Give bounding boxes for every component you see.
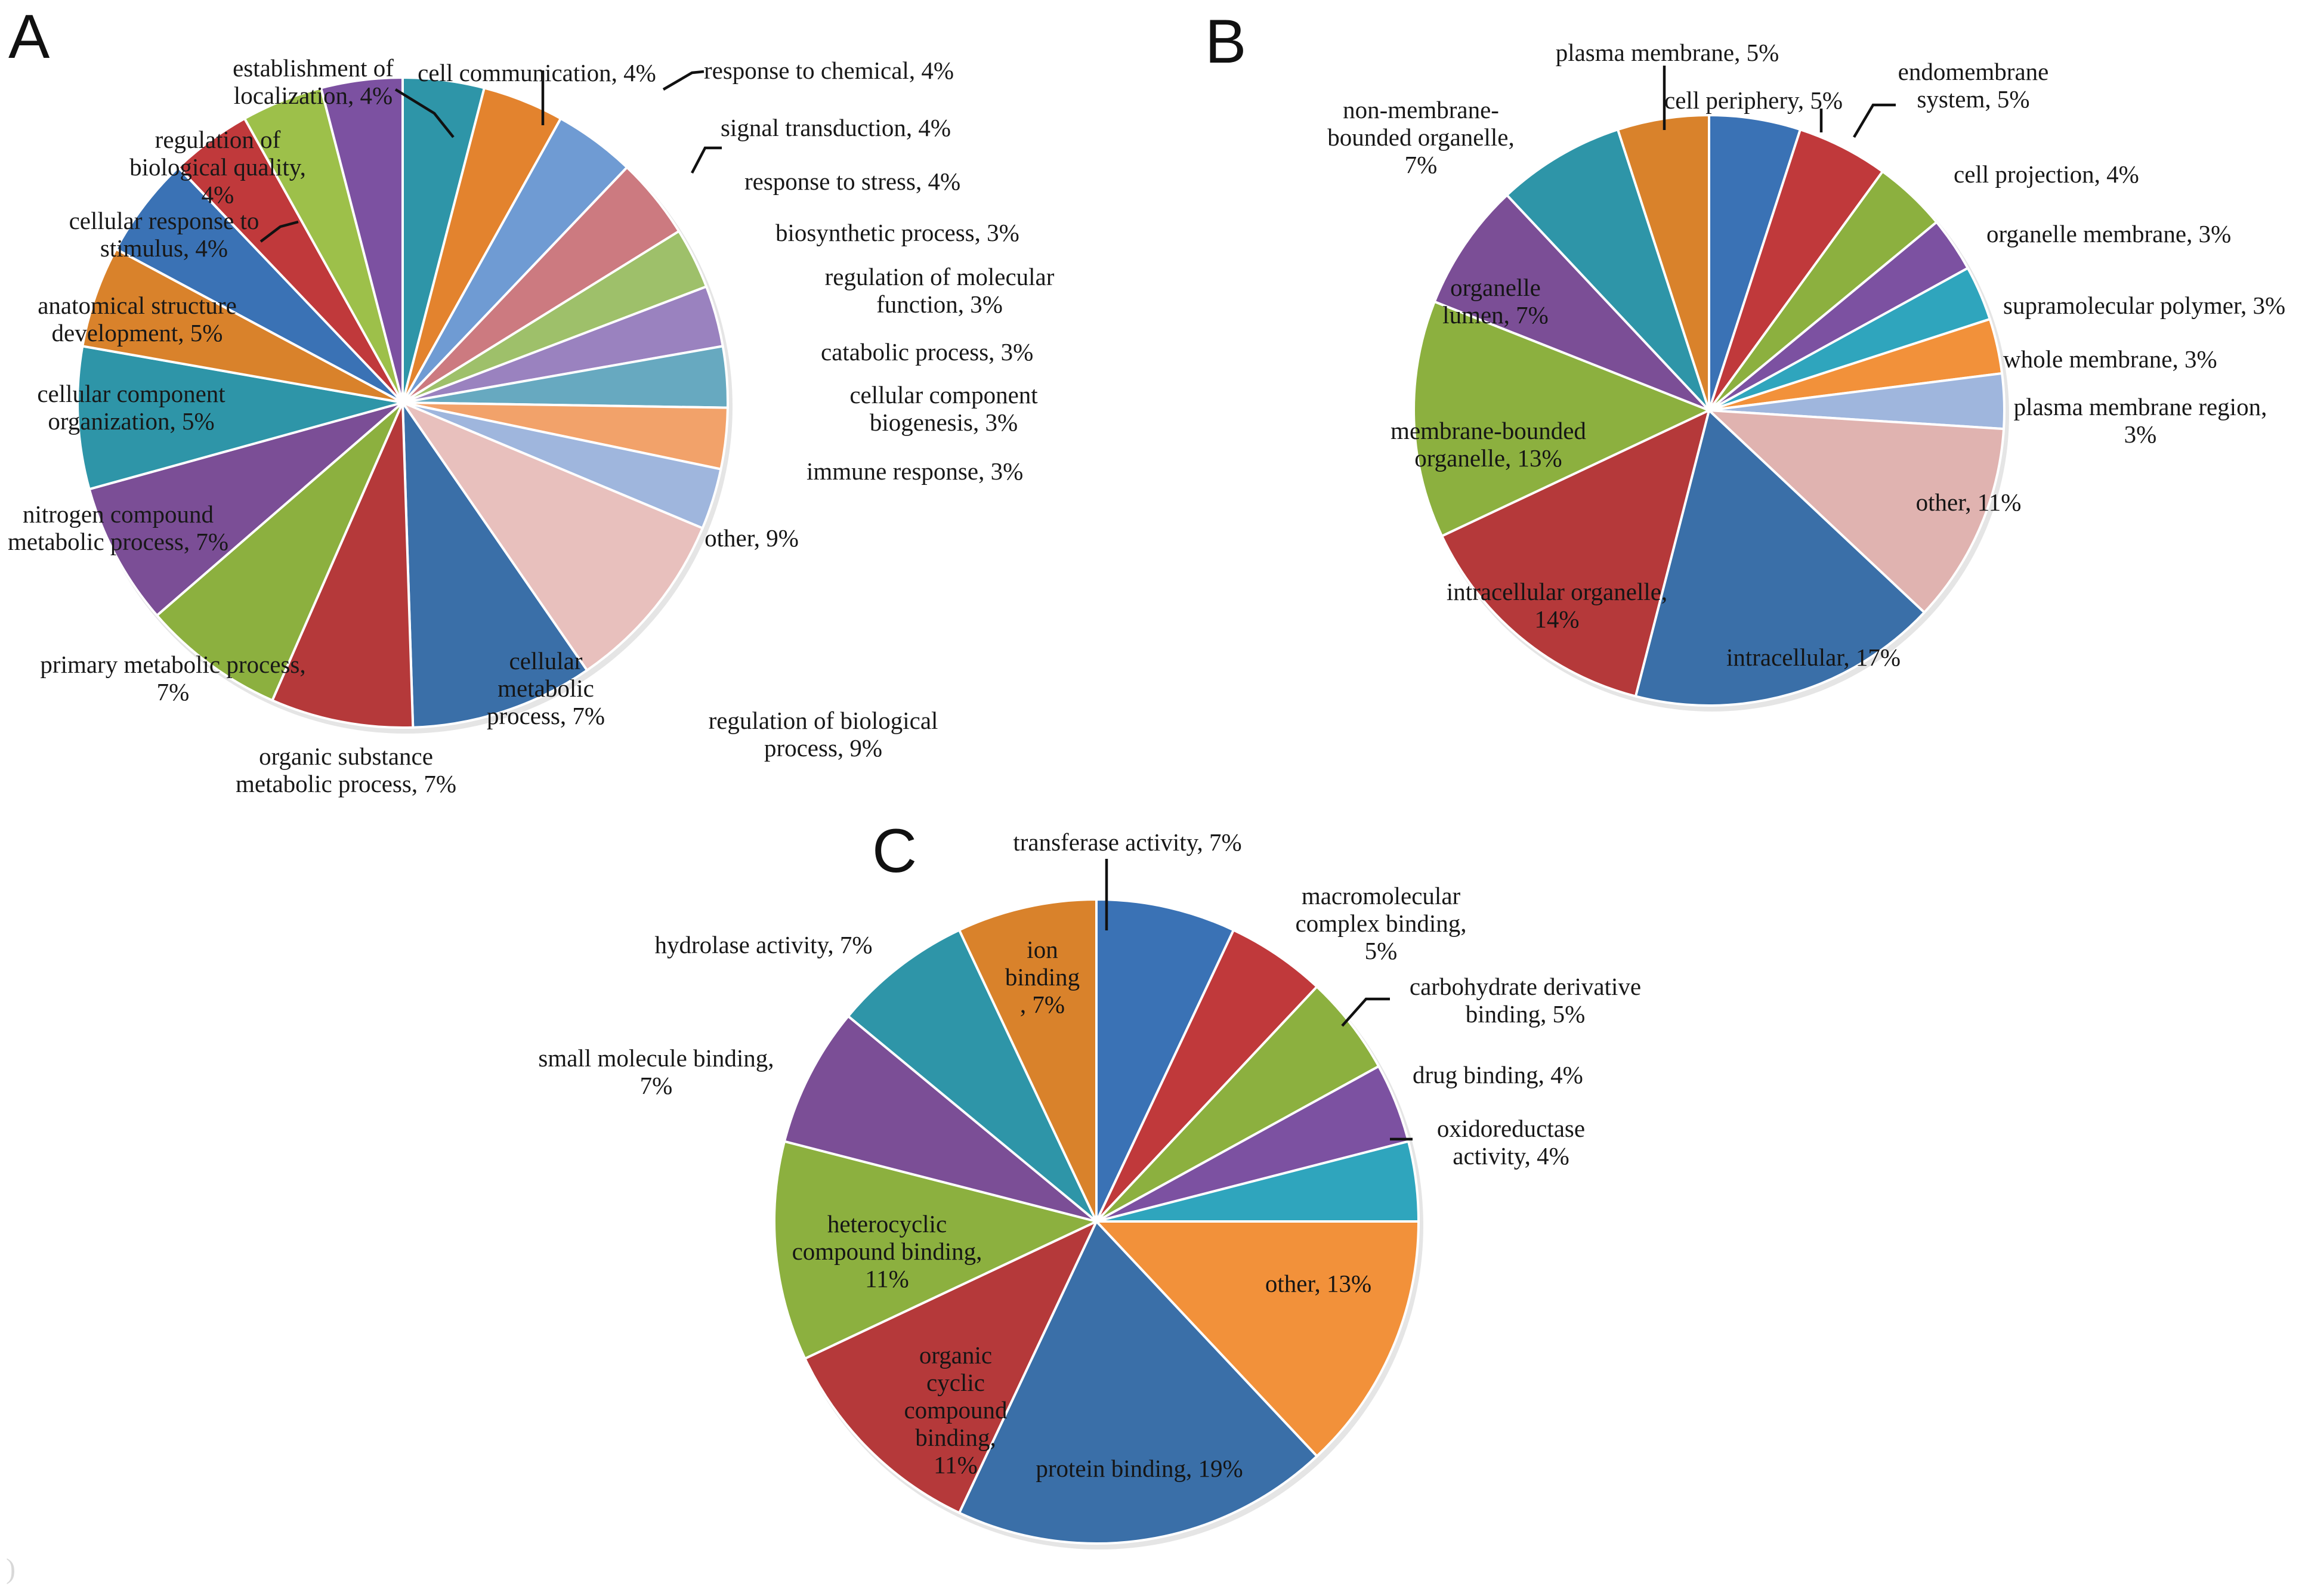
label-primary-metabolic-process: primary metabolic process, 7%	[40, 651, 306, 706]
pie-slice[interactable]: protein binding, 19%	[958, 1220, 1318, 1545]
label-cellular-response-to-stimulus: cellular response to stimulus, 4%	[69, 207, 259, 262]
label-signal-transduction: signal transduction, 4%	[721, 114, 951, 141]
panel-c-pie: transferase activity, 7%macromolecular c…	[768, 893, 1425, 1549]
label-small-molecule-binding: small molecule binding, 7%	[538, 1044, 774, 1099]
panel-b-letter: B	[1205, 7, 1247, 76]
label-ion-binding: ion binding , 7%	[1005, 936, 1080, 1018]
label-supramolecular-polymer: supramolecular polymer, 3%	[2003, 292, 2286, 319]
panel-b-slices: cell periphery, 5%endomembrane system, 5…	[1413, 114, 2009, 712]
label-organic-cyclic-compound-binding: organic cyclic compound binding, 11%	[904, 1341, 1008, 1479]
pie-slice[interactable]: cellular metabolic process, 7%	[271, 401, 415, 729]
label-cellular-component-biogenesis: cellular component biogenesis, 3%	[849, 381, 1038, 436]
pie-slice[interactable]: organic substance metabolic process, 7%	[156, 401, 404, 702]
label-response-to-stress: response to stress, 4%	[744, 168, 961, 195]
pie-slice[interactable]: anatomical structure development, 5%	[115, 166, 404, 404]
label-hydrolase-activity: hydrolase activity, 7%	[654, 931, 873, 958]
label-organelle-membrane: organelle membrane, 3%	[1986, 220, 2232, 248]
label-oxidoreductase-activity: oxidoreductase activity, 4%	[1436, 1115, 1586, 1170]
pie-slice[interactable]: ion binding, 7%	[958, 898, 1098, 1223]
label-cell-projection: cell projection, 4%	[1954, 160, 2139, 188]
label-immune-response: immune response, 3%	[807, 457, 1024, 485]
panel-c-letter: C	[872, 816, 917, 886]
label-plasma-membrane-region: plasma membrane region, 3%	[2013, 393, 2267, 448]
pie-slice[interactable]: organic cyclic compound binding, 11%	[804, 1220, 1098, 1514]
pie-slice[interactable]: hydrolase activity, 7%	[846, 929, 1098, 1223]
panel-c-pie-svg: transferase activity, 7%macromolecular c…	[773, 898, 1423, 1549]
label-regulation-of-biological-quality: regulation of biological quality, 4%	[129, 126, 306, 208]
label-drug-binding: drug binding, 4%	[1413, 1061, 1583, 1088]
label-response-to-chemical: response to chemical, 4%	[704, 57, 954, 84]
pie-slice[interactable]: regulation of biological process, 9%	[401, 401, 589, 729]
label-cell-communication: cell communication, 4%	[418, 59, 656, 86]
pie-slice[interactable]: heterocyclic compound binding, 11%	[773, 1140, 1098, 1360]
pie-slice[interactable]: other, 9%	[401, 401, 704, 672]
pie-slice[interactable]: other, 13%	[1095, 1220, 1420, 1458]
panel-a-pie: cell communication, 4%response to chemic…	[0, 0, 805, 805]
label-anatomical-structure-development: anatomical structure development, 5%	[38, 292, 237, 347]
label-regulation-of-biological-process: regulation of biological process, 9%	[708, 707, 938, 762]
pie-slice[interactable]: organelle lumen, 7%	[1433, 194, 1710, 412]
label-catabolic-process: catabolic process, 3%	[821, 338, 1034, 366]
pie-slice[interactable]: endomembrane system, 5%	[1708, 128, 1884, 412]
label-organelle-lumen: organelle lumen, 7%	[1442, 274, 1549, 329]
label-cellular-component-organization: cellular component organization, 5%	[37, 380, 225, 435]
label-biosynthetic-process: biosynthetic process, 3%	[775, 219, 1019, 246]
label-non-membrane-bounded-organelle: non-membrane- bounded organelle, 7%	[1327, 96, 1515, 178]
pie-slice[interactable]: non-membrane-bounded organelle, 7%	[1506, 128, 1710, 412]
label-cell-periphery: cell periphery, 5%	[1664, 86, 1843, 114]
pie-slice[interactable]: primary metabolic process, 7%	[88, 401, 404, 617]
pie-slice[interactable]: intracellular, 17%	[1634, 409, 1926, 707]
corner-artifact-mark: )	[6, 1553, 16, 1585]
label-cellular-metabolic-process: cellular metabolic process, 7%	[486, 647, 605, 729]
pie-slice[interactable]: small molecule binding, 7%	[783, 1014, 1098, 1223]
label-intracellular: intracellular, 17%	[1726, 644, 1901, 671]
panel-c-slices: transferase activity, 7%macromolecular c…	[773, 898, 1423, 1549]
label-endomembrane-system: endomembrane system, 5%	[1898, 58, 2049, 113]
pie-slice[interactable]: membrane-bounded organelle, 13%	[1413, 300, 1710, 537]
label-protein-binding: protein binding, 19%	[1036, 1455, 1243, 1482]
panel-b-pie: cell periphery, 5%endomembrane system, 5…	[1405, 106, 2013, 715]
label-carbohydrate-derivative-binding: carbohydrate derivative binding, 5%	[1409, 973, 1642, 1028]
label-membrane-bounded-organelle: membrane-bounded organelle, 13%	[1391, 417, 1586, 472]
label-nitrogen-compound-metabolic-process: nitrogen compound metabolic process, 7%	[7, 500, 229, 555]
label-whole-membrane: whole membrane, 3%	[2003, 345, 2217, 373]
pie-slice[interactable]: cellular component organization, 5%	[81, 248, 404, 404]
pie-slice[interactable]: macromolecular complex binding, 5%	[1095, 929, 1318, 1223]
label-transferase-activity: transferase activity, 7%	[1013, 828, 1242, 856]
panel-b-pie-svg: cell periphery, 5%endomembrane system, 5…	[1413, 114, 2009, 712]
label-other-b: other, 11%	[1915, 488, 2022, 516]
pie-slice[interactable]: other, 11%	[1708, 409, 2006, 614]
pie-slice[interactable]: plasma membrane, 5%	[1617, 114, 1710, 412]
pie-slice[interactable]: nitrogen compound metabolic process, 7%	[76, 345, 404, 491]
panel-a-slices: cell communication, 4%response to chemic…	[76, 76, 733, 734]
label-other-c: other, 13%	[1265, 1270, 1372, 1297]
label-other-a: other, 9%	[704, 524, 799, 552]
label-macromolecular-complex-binding: macromolecular complex binding, 5%	[1295, 882, 1467, 964]
panel-a-pie-svg: cell communication, 4%response to chemic…	[76, 76, 733, 734]
label-establishment-of-localization: establishment of localization, 4%	[233, 54, 394, 109]
label-intracellular-organelle: intracellular organelle, 14%	[1446, 578, 1668, 633]
label-heterocyclic-compound-binding: heterocyclic compound binding, 11%	[792, 1210, 982, 1292]
panel-a-letter: A	[8, 2, 50, 72]
pie-slice[interactable]: intracellular organelle, 14%	[1441, 409, 1710, 698]
label-organic-substance-metabolic-process: organic substance metabolic process, 7%	[235, 743, 457, 797]
pie-slice[interactable]: establishment of localization, 4%	[320, 76, 404, 404]
label-regulation-of-molecular-function: regulation of molecular function, 3%	[824, 263, 1055, 318]
label-plasma-membrane: plasma membrane, 5%	[1555, 39, 1779, 66]
